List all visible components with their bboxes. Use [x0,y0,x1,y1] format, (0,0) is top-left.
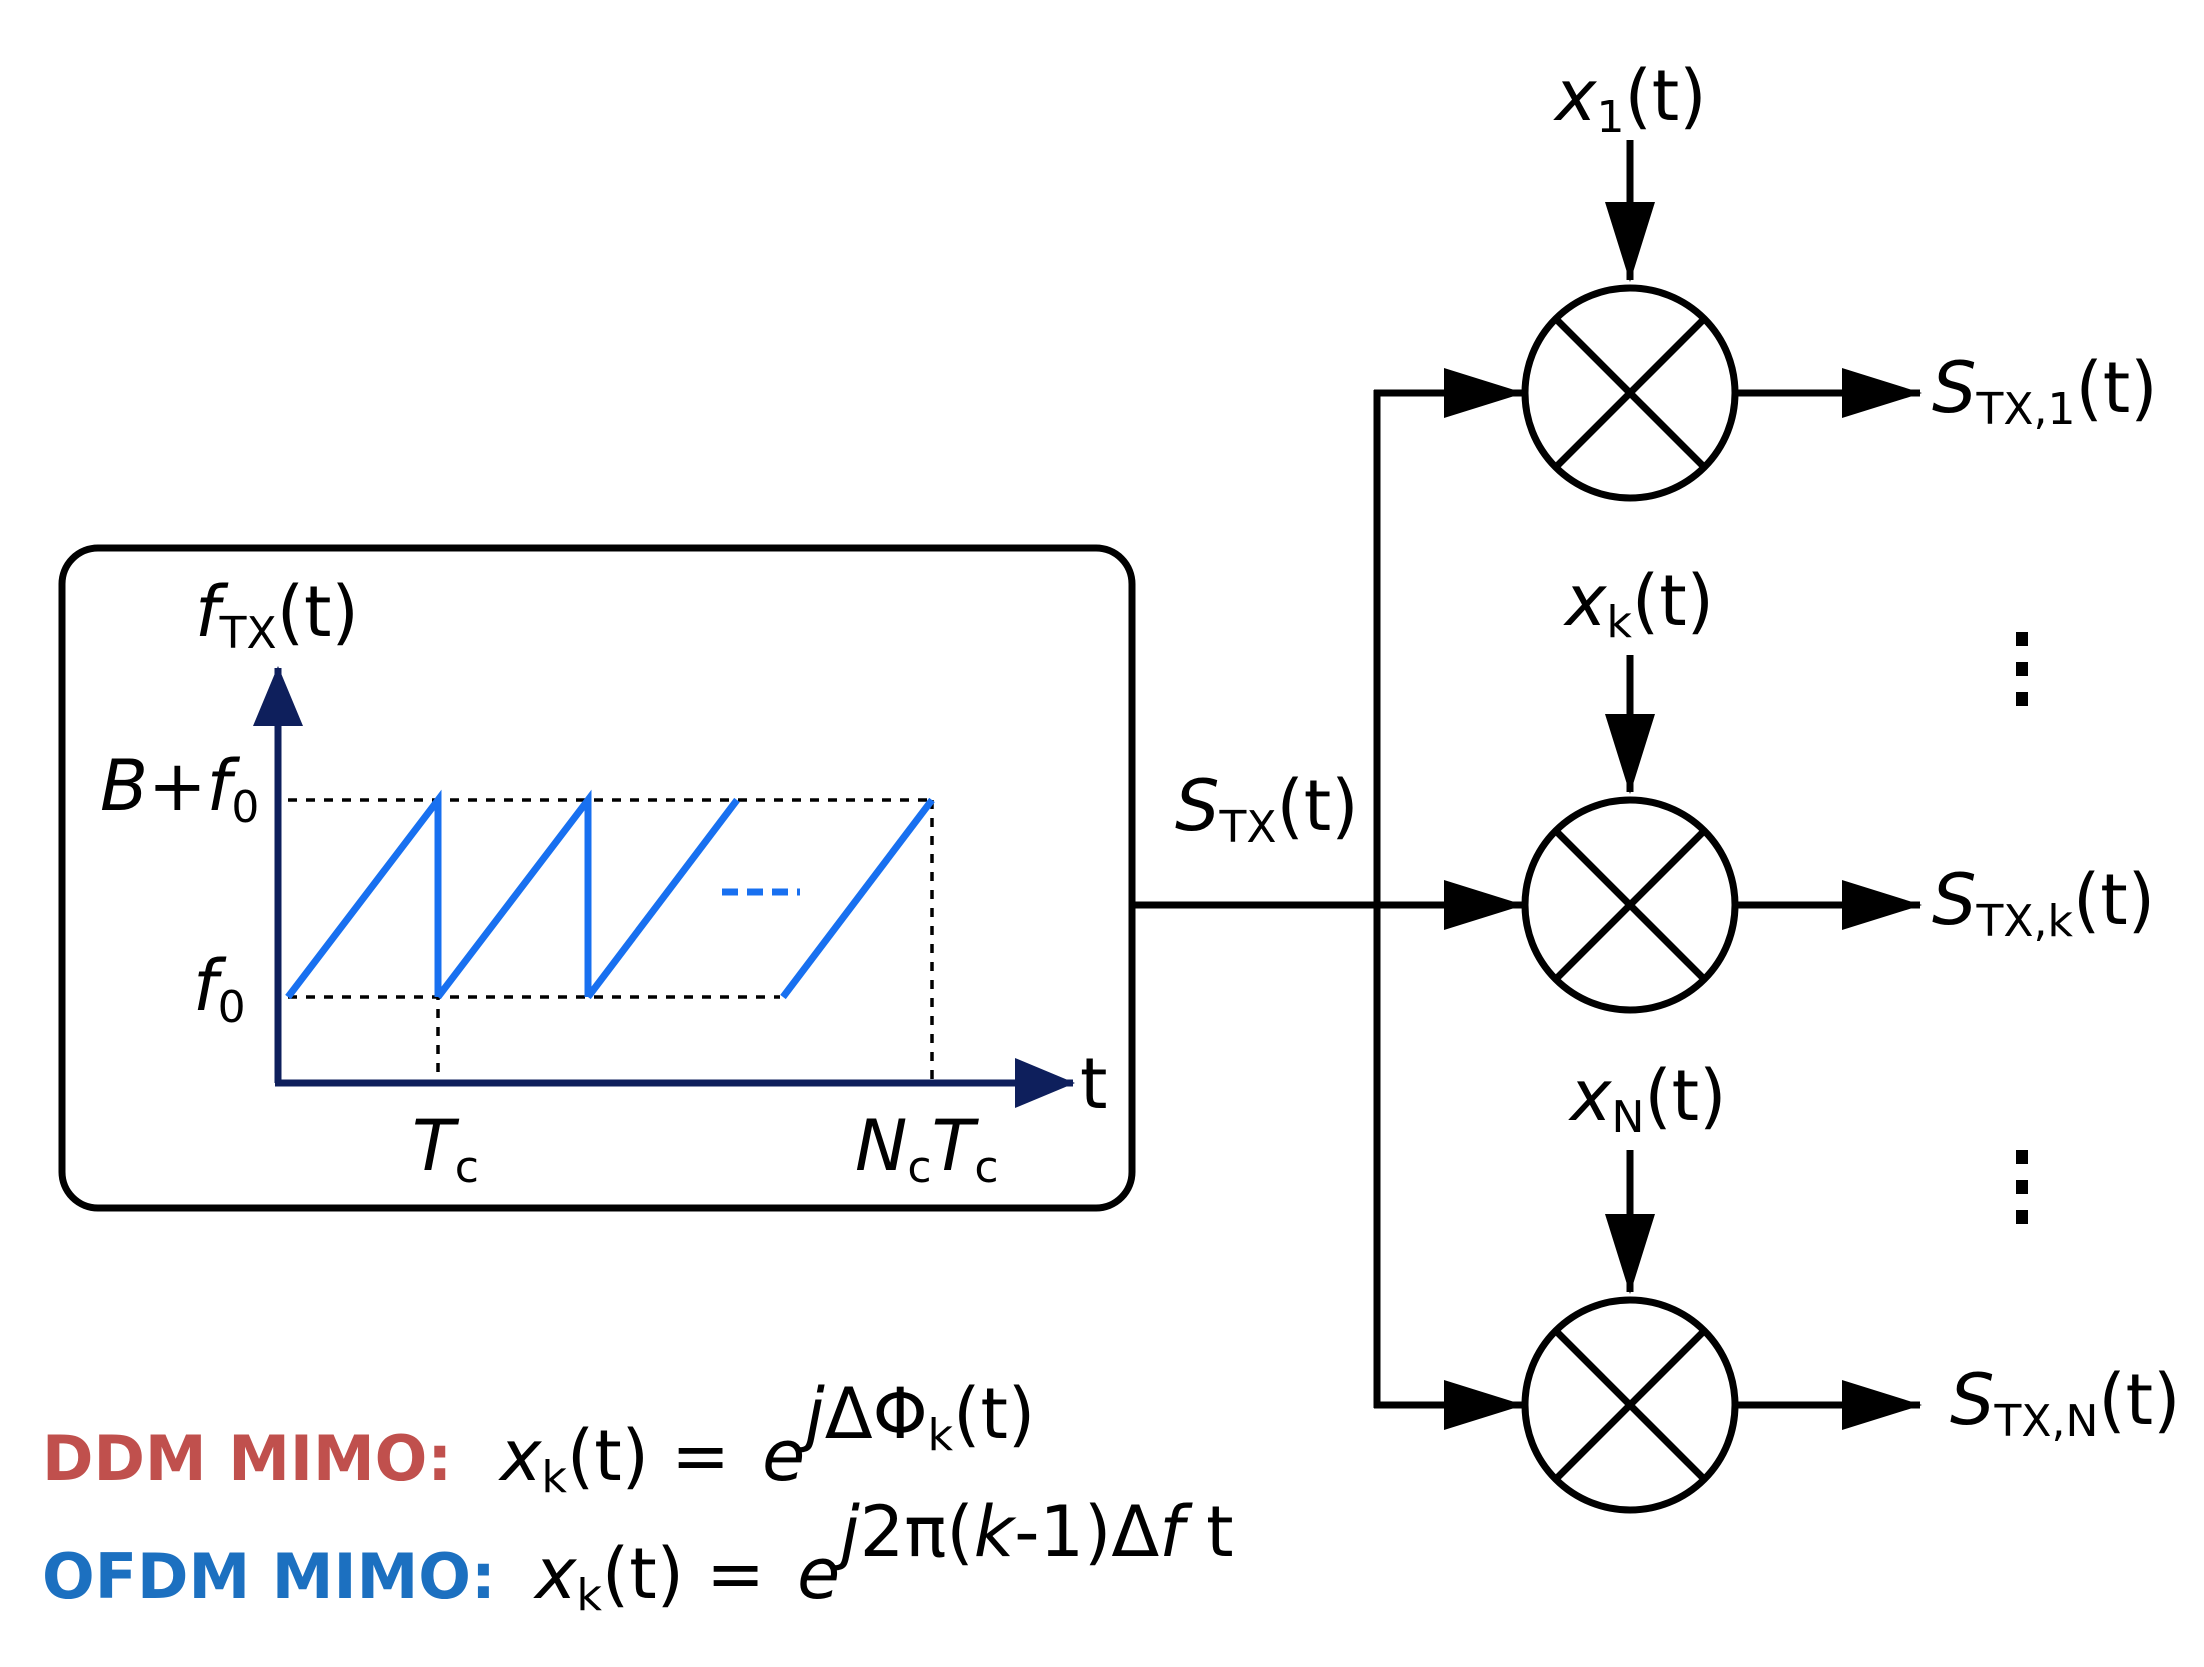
tick-nctc-label: NcTc [855,1105,999,1193]
signal-distribution: STX(t) [1132,368,1524,1430]
vertical-ellipsis-upper [2016,632,2028,706]
mixer-1: x1(t) STX,1(t) [1521,55,2158,502]
mixer-n-cross-b [1553,1328,1707,1482]
ddm-expression: xk(t) = ejΔΦk(t) [498,1373,1035,1503]
ofdm-expression: xk(t) = ej2π(k-1)Δf t [533,1491,1234,1621]
chirp-ramp-3 [585,797,740,1000]
ddm-label: DDM MIMO: [42,1422,452,1495]
mixer-k-input-label: xk(t) [1563,560,1714,648]
ofdm-formula: OFDM MIMO: xk(t) = ej2π(k-1)Δf t [42,1491,1234,1621]
level-high-label: B+f0 [100,745,259,833]
stx-label: STX(t) [1175,765,1359,853]
chirp-ramp-2 [435,789,592,1000]
mixer-k: xk(t) STX,k(t) [1521,560,2155,1014]
chirp-generator: --- fTX(t) t B+f0 f0 Tc NcTc [58,544,1136,1212]
mixer-1-output-label: STX,1(t) [1932,347,2158,435]
ddm-formula: DDM MIMO: xk(t) = ejΔΦk(t) [42,1373,1035,1503]
chirp-ramp-1 [285,789,442,1000]
mixer-k-cross-b [1553,828,1707,982]
level-low-label: f0 [193,945,246,1033]
tick-tc-label: Tc [412,1105,479,1193]
chirp-ramp-last [780,797,935,1000]
y-axis-label: fTX(t) [195,571,359,659]
mixer-k-output-label: STX,k(t) [1932,859,2155,947]
chirp-generator-box [58,544,1136,1212]
mixer-n: xN(t) STX,N(t) [1521,1055,2180,1514]
x-axis-label: t [1080,1043,1107,1125]
mixer-1-cross-b [1553,316,1707,470]
mixer-n-output-label: STX,N(t) [1950,1359,2180,1447]
mixer-1-input-label: x1(t) [1553,55,1707,143]
mixer-n-input-label: xN(t) [1568,1055,1726,1143]
vertical-ellipsis-lower [2016,1150,2028,1224]
ofdm-label: OFDM MIMO: [42,1540,496,1613]
